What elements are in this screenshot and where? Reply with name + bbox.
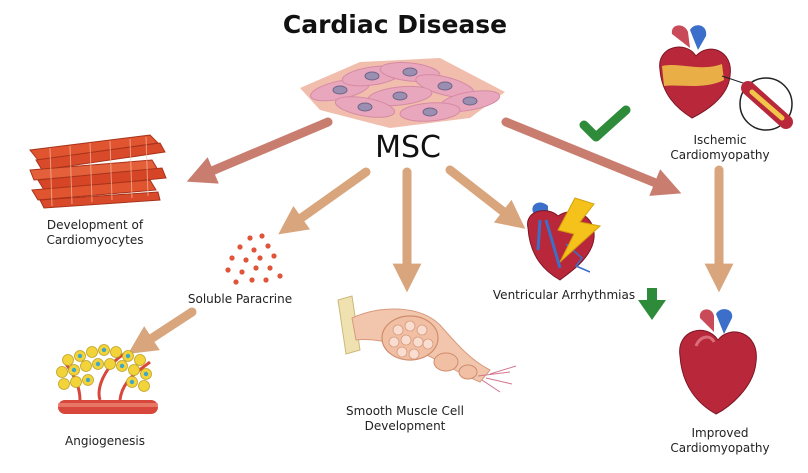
angiogenesis-icon: [56, 344, 158, 414]
cardiomyocytes-label: Development of Cardiomyocytes: [20, 218, 170, 248]
check-icon: [579, 105, 631, 142]
arrhythmias-label: Ventricular Arrhythmias: [492, 288, 636, 302]
cardiomyocytes-icon: [29, 134, 167, 209]
arrhythmia-heart-icon: [527, 197, 602, 281]
msc-cells-icon: [300, 58, 505, 128]
smooth-muscle-label: Smooth Muscle Cell Development: [330, 404, 480, 434]
paracrine-label: Soluble Paracrine: [187, 292, 293, 306]
ischemic-label-line2: Cardiomyopathy: [670, 148, 770, 162]
ischemic-label-line1: Ischemic: [693, 133, 747, 147]
arrow-msc-to-paracrine: [278, 167, 371, 235]
lightning-icon: [557, 197, 602, 263]
improved-heart-icon: [679, 309, 757, 415]
cardiomyocytes-label-line2: Cardiomyocytes: [46, 233, 144, 247]
green-down-arrow-icon: [638, 288, 666, 320]
smooth-muscle-label-line2: Development: [364, 419, 446, 433]
cardiomyocytes-label-line1: Development of: [46, 218, 144, 232]
smooth-muscle-label-line1: Smooth Muscle Cell: [346, 404, 464, 418]
ischemic-label: Ischemic Cardiomyopathy: [652, 133, 788, 163]
angiogenesis-label: Angiogenesis: [65, 434, 145, 448]
paracrine-dots-icon: [225, 233, 283, 285]
arrow-paracrine-to-angiogenesis: [127, 307, 197, 354]
ischemic-heart-icon: [659, 25, 793, 131]
smooth-muscle-icon: [337, 295, 517, 393]
improved-label-line2: Cardiomyopathy: [670, 441, 770, 455]
arrow-msc-to-cardiomyocytes: [186, 117, 333, 184]
arrow-msc-to-arrhythmias: [445, 165, 526, 229]
improved-label: Improved Cardiomyopathy: [658, 426, 782, 456]
msc-label: MSC: [375, 130, 441, 165]
improved-label-line1: Improved: [691, 426, 749, 440]
diagram-title: Cardiac Disease: [282, 10, 508, 39]
arrow-msc-to-ischemic: [501, 117, 682, 196]
